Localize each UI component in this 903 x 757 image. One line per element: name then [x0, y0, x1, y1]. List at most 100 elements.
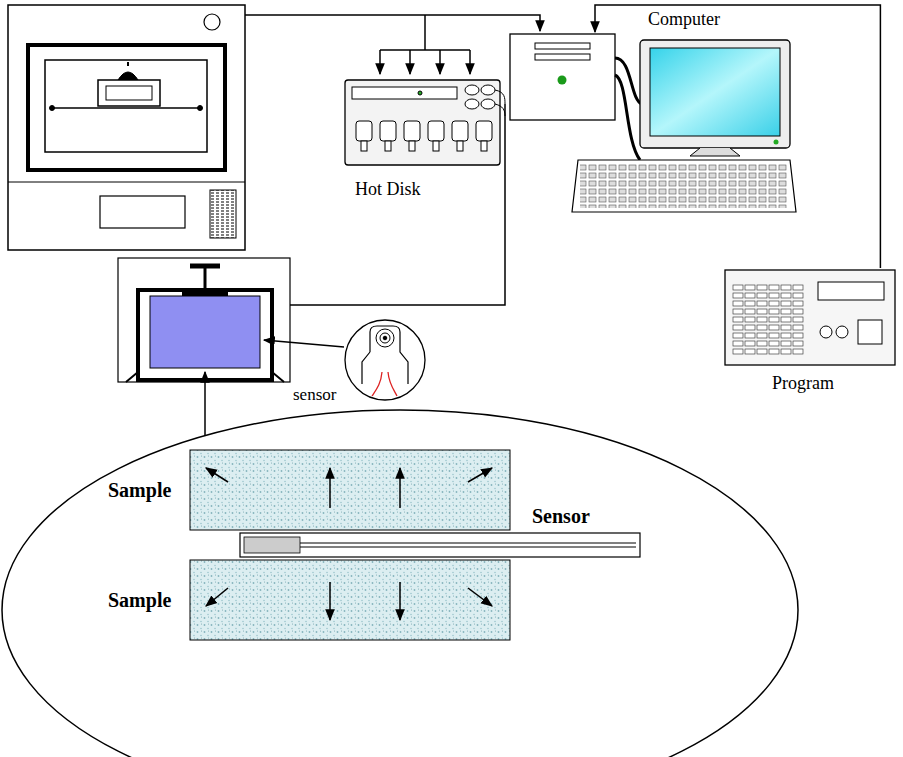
measurement-chamber [100, 196, 185, 228]
computer [650, 48, 780, 136]
sample-holder [150, 296, 260, 368]
program-controller [836, 326, 848, 338]
chamber-signal-wire [245, 15, 540, 74]
zoom-detail [204, 372, 206, 436]
zoom-detail [240, 533, 640, 557]
sensor-inset [388, 372, 397, 396]
chamber-signal-wire [469, 50, 471, 74]
zoom-detail [190, 450, 510, 530]
computer [690, 148, 740, 156]
hot-disk-unit: Hot Disk [343, 76, 505, 168]
computer [535, 54, 590, 60]
chamber-signal-wire [379, 50, 381, 74]
zoom-detail [244, 537, 300, 553]
chamber-signal-wire [245, 15, 540, 31]
zoom-detail [2, 410, 798, 757]
computer [510, 34, 796, 212]
sample-label: Sample [108, 480, 171, 501]
measurement-chamber [8, 5, 245, 250]
measurement-chamber [106, 86, 152, 100]
device-label: Program [772, 374, 834, 393]
sensor-inset [264, 340, 344, 347]
hot-disk-instrument [465, 99, 479, 109]
sample-holder [138, 290, 272, 380]
program-controller [725, 270, 895, 365]
zoom-detail [190, 560, 510, 640]
program-controller [858, 320, 882, 344]
computer [774, 140, 779, 145]
sensor-inset [376, 329, 394, 347]
program-unit: Program [722, 268, 898, 368]
measurement-chamber [118, 72, 138, 80]
heat-flow-arrow [206, 468, 228, 482]
heat-flow-arrow [206, 588, 228, 606]
sample-holder [182, 288, 228, 296]
measurement-chamber [28, 45, 225, 170]
measurement-chamber [198, 106, 203, 111]
sensor-inset [264, 320, 425, 400]
sensor-inset [380, 333, 390, 343]
computer [535, 43, 590, 49]
sample-holder [204, 266, 207, 288]
sensor-inset: sensor [345, 320, 425, 400]
measurement-chamber [98, 80, 160, 106]
program-controller [820, 326, 832, 338]
computer [510, 34, 615, 120]
signal-connector [595, 5, 880, 268]
measurement-chamber [204, 14, 220, 30]
heat-flow-arrow [468, 468, 492, 482]
sensor-inset [362, 326, 408, 384]
sensor-cable [264, 104, 505, 305]
zoom-detail [2, 372, 798, 757]
heat-flow-arrow [206, 468, 492, 620]
computer [572, 160, 796, 212]
computer [640, 40, 790, 148]
hot-disk-instrument [345, 80, 505, 165]
computer [558, 76, 567, 85]
computer [580, 164, 788, 208]
sample-holder [118, 258, 290, 382]
program-controller [818, 282, 884, 300]
heat-flow-arrow [399, 582, 401, 620]
measurement-chamber [8, 5, 245, 250]
heat-flow-arrow [468, 588, 492, 606]
sensor-inset [345, 320, 425, 400]
zoom-detail [300, 547, 636, 548]
sample-block: Sample [190, 560, 510, 640]
chamber-signal-wire [409, 50, 411, 74]
program-controller [725, 270, 895, 365]
heat-flow-arrow [399, 468, 401, 508]
sample-holder [190, 264, 220, 269]
measurement-chamber [127, 62, 129, 66]
sample-holder [118, 258, 290, 382]
measurement-chamber [52, 107, 200, 109]
heat-flow-arrow [329, 582, 331, 620]
hot-disk-instrument [481, 85, 495, 95]
chamber-signal-wire [380, 49, 470, 51]
program-controller [732, 284, 804, 356]
hot-disk-instrument [345, 80, 500, 165]
sensor-inset [383, 336, 387, 340]
measurement-chamber [210, 190, 236, 238]
measurement-chamber [8, 182, 245, 183]
computer [615, 75, 640, 160]
measurement-chamber [45, 60, 207, 152]
device-label: sensor [293, 386, 336, 404]
zoom-detail [300, 543, 636, 544]
measurement-chamber [50, 106, 55, 111]
hot-disk-instrument [495, 104, 505, 116]
sample-label: Sample [108, 590, 171, 611]
hot-disk-instrument [352, 87, 457, 99]
computer-unit: Computer [508, 32, 793, 212]
hot-disk-instrument [352, 120, 496, 158]
sensor-cable [264, 104, 505, 305]
chamber-signal-wire [439, 50, 441, 74]
sensor-inset [372, 372, 382, 396]
hot-disk-instrument [418, 91, 422, 95]
device-label: Hot Disk [355, 180, 421, 199]
hot-disk-instrument [495, 90, 505, 104]
